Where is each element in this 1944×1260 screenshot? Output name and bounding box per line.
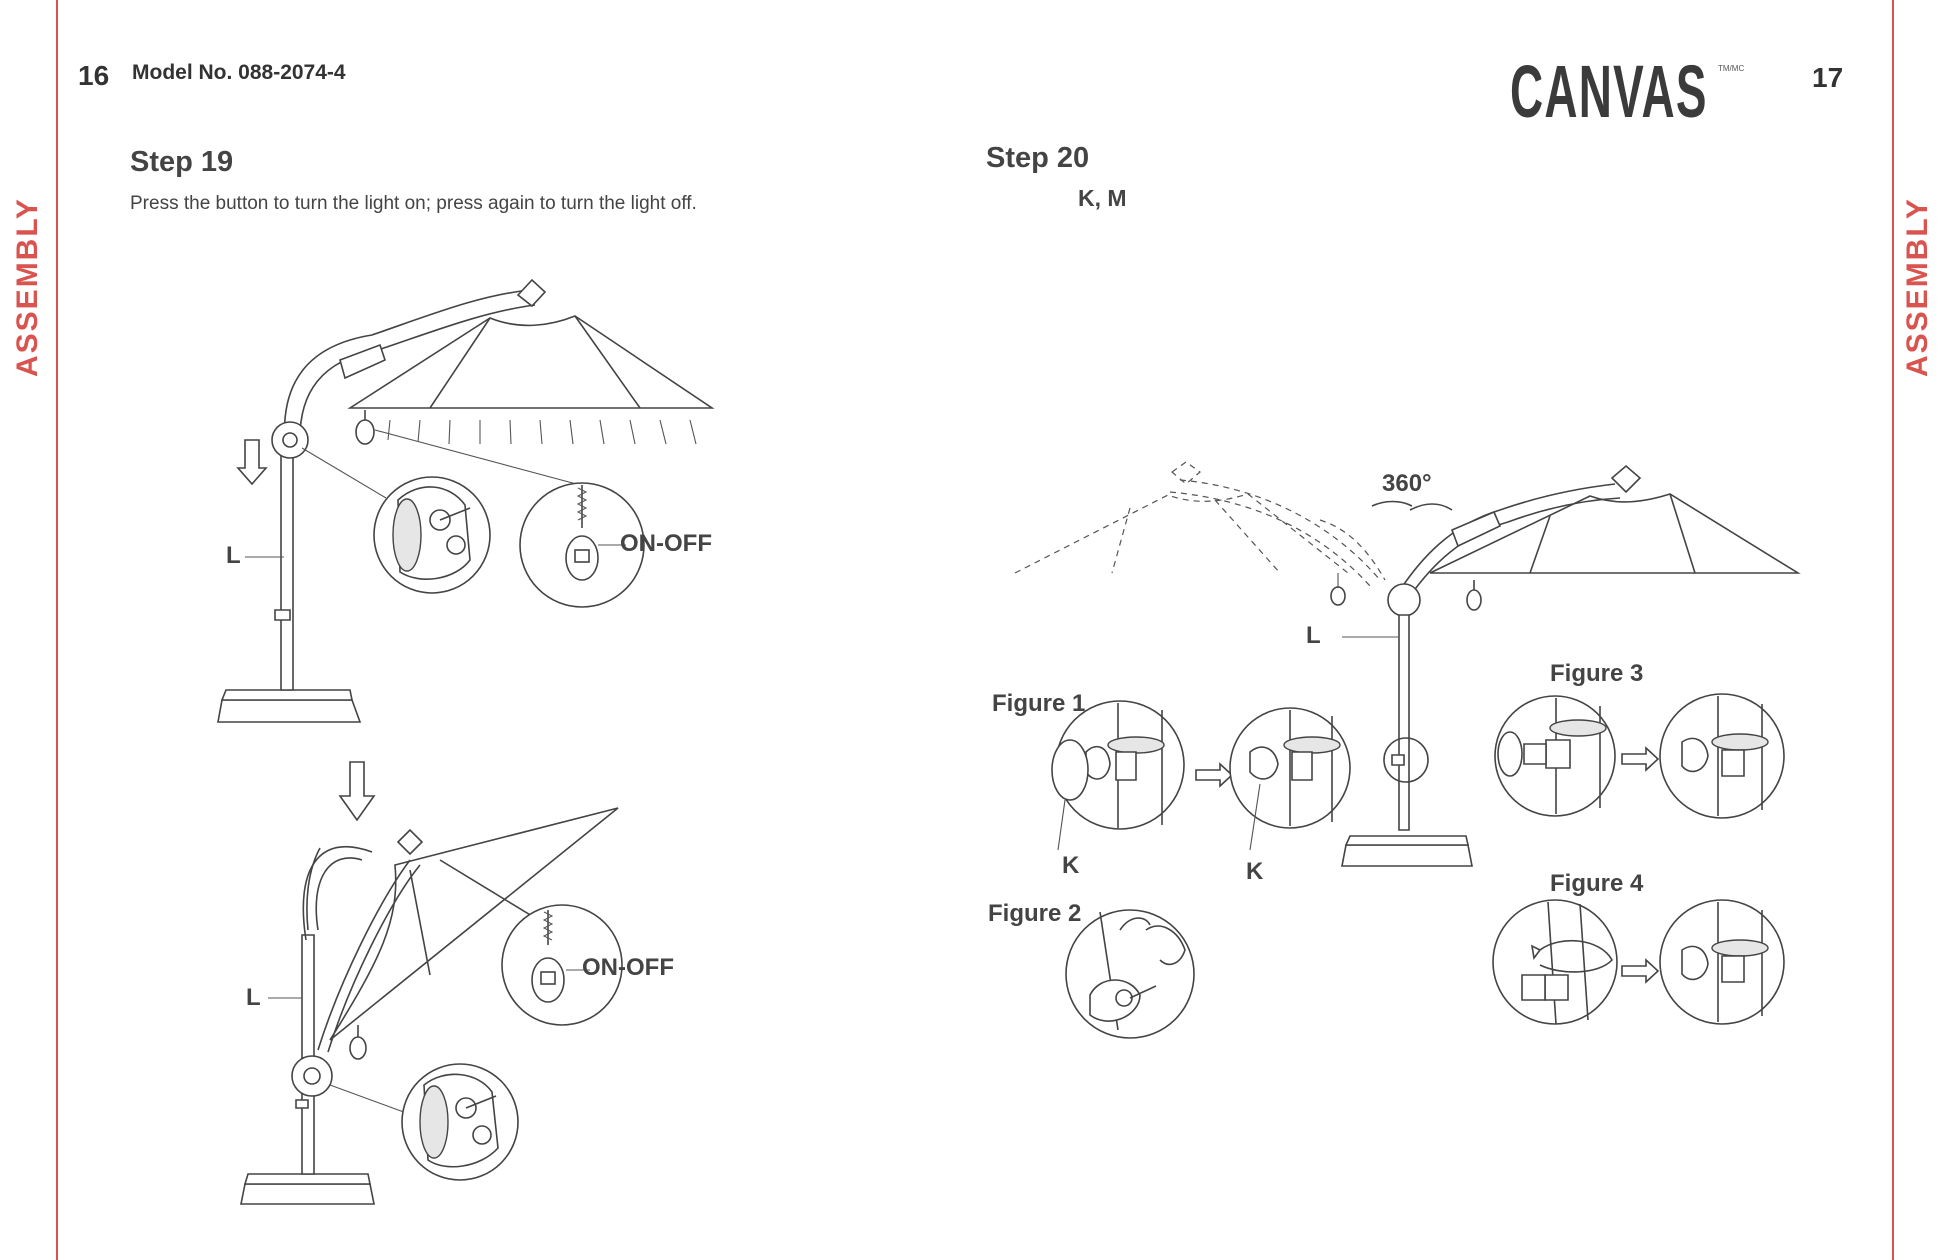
zoom-crank-detail-bottom bbox=[402, 1064, 518, 1180]
callout-knob-2: K bbox=[1246, 858, 1263, 886]
figure-3-drawing bbox=[1495, 694, 1784, 818]
callout-pole-bottom: L bbox=[246, 984, 261, 1012]
callout-on-off-bottom: ON-OFF bbox=[582, 954, 674, 982]
callout-knob-1: K bbox=[1062, 852, 1079, 880]
figure-2-drawing bbox=[1066, 910, 1194, 1038]
zoom-crank-detail-top bbox=[374, 477, 490, 593]
figure-4-drawing bbox=[1493, 900, 1784, 1024]
callout-pole-step20: L bbox=[1306, 622, 1321, 650]
callout-pole-top: L bbox=[226, 542, 241, 570]
rotation-label: 360° bbox=[1382, 470, 1432, 498]
figure-2-label: Figure 2 bbox=[988, 900, 1081, 928]
figure-4-label: Figure 4 bbox=[1550, 870, 1643, 898]
figure-3-label: Figure 3 bbox=[1550, 660, 1643, 688]
callout-on-off-top: ON-OFF bbox=[620, 530, 712, 558]
sequence-arrow-down bbox=[340, 762, 374, 820]
figure-1-label: Figure 1 bbox=[992, 690, 1085, 718]
figure-1-drawing bbox=[1052, 701, 1350, 850]
